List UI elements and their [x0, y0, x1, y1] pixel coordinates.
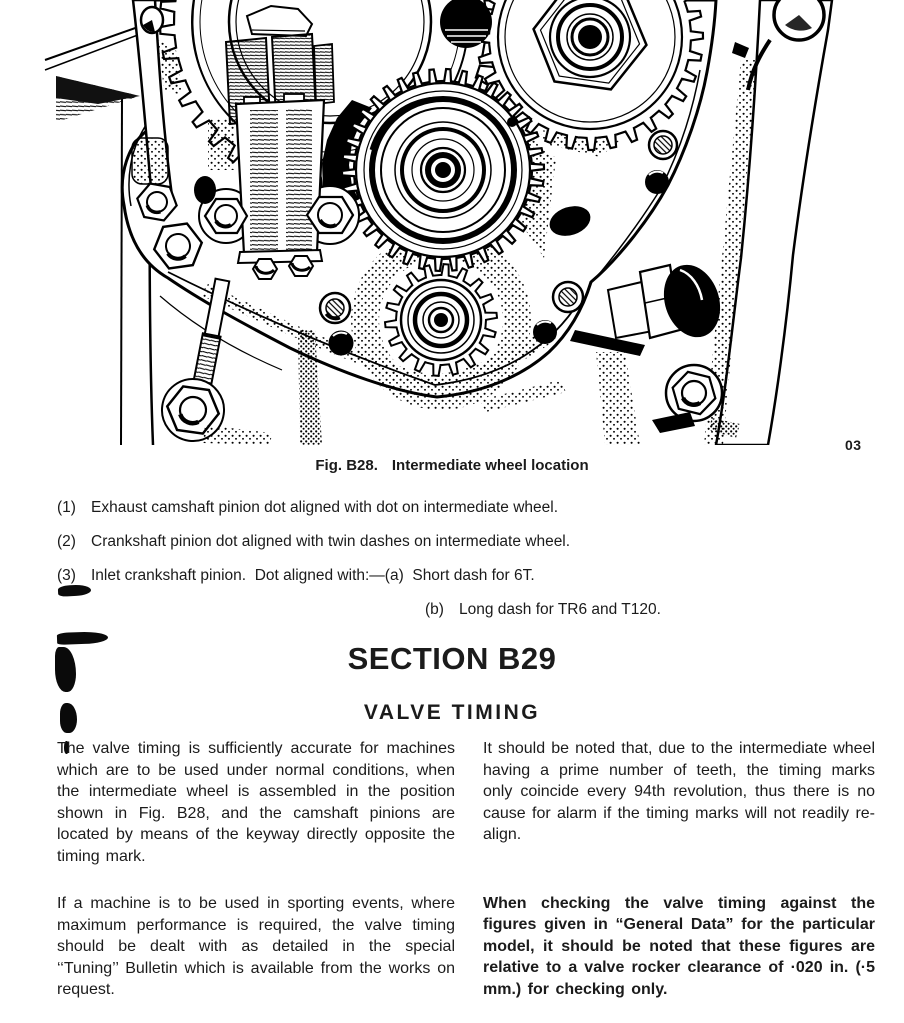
section-subtitle: VALVE TIMING: [363, 701, 541, 724]
tensioner-blocks: [224, 32, 335, 126]
legend-item-number: (2): [57, 533, 76, 550]
dark-bore-top: [440, 0, 492, 48]
tensioner-side-nuts: [203, 195, 355, 235]
paragraph-bold: When checking the valve timing against t…: [483, 894, 875, 998]
hex-bolt-left-lower: [152, 222, 204, 270]
legend-item-text: Long dash for TR6 and T120.: [459, 601, 661, 618]
legend-item-2: (2) Crankshaft pinion dot aligned with t…: [57, 531, 877, 552]
ink-smudge: [55, 647, 76, 692]
case-hole-pair-upper-right: [645, 129, 679, 194]
hex-bolt-left-upper: [136, 182, 178, 222]
figure-caption: Fig. B28. Intermediate wheel location: [0, 457, 904, 474]
legend-item-number: (3): [57, 567, 76, 584]
figure-caption-label: Fig. B28.: [315, 457, 378, 474]
paragraph: If a machine is to be used in sporting e…: [57, 895, 455, 998]
intermediate-wheel: [340, 67, 546, 273]
legend-item-number: (1): [57, 499, 76, 516]
engine-strut: [704, 0, 834, 445]
figure-caption-title: Intermediate wheel location: [391, 457, 589, 474]
case-hole-pair-left: [318, 291, 354, 356]
crankshaft-pinion: [383, 263, 499, 377]
page-number: 03: [845, 437, 862, 453]
legend-item-text: Inlet crankshaft pinion. Dot aligned wit…: [91, 567, 535, 584]
case-hole-pair-bottom-right: [533, 280, 585, 344]
legend-item-3: (3) Inlet crankshaft pinion. Dot aligned…: [57, 565, 877, 586]
shadow-blob: [194, 176, 216, 204]
figure-illustration: [0, 0, 904, 445]
figure-legend: (1) Exhaust camshaft pinion dot aligned …: [57, 497, 877, 633]
legend-item-number: (b): [425, 601, 444, 618]
hex-nut-bottom-right: [652, 363, 740, 438]
lever-wedge: [56, 76, 140, 122]
tensioner-assembly: [198, 4, 360, 280]
body-column-left: The valve timing is sufficiently accurat…: [57, 738, 455, 1001]
small-dot: [507, 117, 517, 127]
legend-item-text: Crankshaft pinion dot aligned with twin …: [91, 533, 571, 550]
case-bolts-and-holes: [136, 0, 679, 442]
stud-bolt: [192, 277, 231, 387]
legend-item-text: Exhaust camshaft pinion dot aligned with…: [91, 499, 559, 516]
shadow-streaks: [203, 118, 566, 445]
body-column-right: It should be noted that, due to the inte…: [483, 738, 875, 1001]
oval-hole: [549, 206, 591, 236]
camshaft-nut: [532, 0, 648, 91]
legend-item-3b: (b) Long dash for TR6 and T120.: [57, 599, 877, 620]
dome-bolt: [570, 263, 721, 445]
section-title: SECTION B29: [347, 641, 557, 676]
ink-smudge: [60, 703, 77, 733]
body-columns: The valve timing is sufficiently accurat…: [57, 738, 875, 1001]
tensioner-foot-bolts: [251, 255, 315, 280]
legend-item-1: (1) Exhaust camshaft pinion dot aligned …: [57, 497, 877, 518]
ink-smudge: [64, 741, 69, 754]
tensioner-cap: [245, 4, 314, 38]
paragraph: The valve timing is sufficiently accurat…: [57, 740, 455, 865]
paragraph: It should be noted that, due to the inte…: [483, 740, 875, 843]
